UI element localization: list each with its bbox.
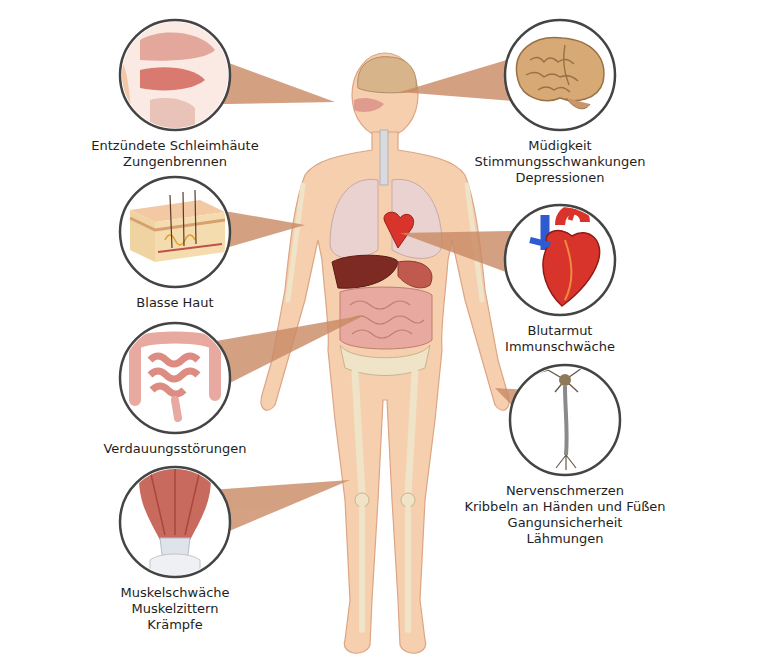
symptom-callout: MüdigkeitStimmungsschwankungenDepression… — [469, 20, 652, 186]
symptom-label: Nervenschmerzen — [458, 483, 672, 499]
symptom-label: Zungenbrennen — [85, 154, 265, 170]
symptom-label: Entzündete Schleimhäute — [85, 138, 265, 154]
nerve-illustration — [510, 364, 620, 475]
symptom-label: Immunschwäche — [499, 339, 621, 355]
symptom-label: Stimmungsschwankungen — [469, 154, 652, 170]
symptom-callout: Verdauungsstörungen — [97, 323, 253, 457]
symptom-callout: NervenschmerzenKribbeln an Händen und Fü… — [458, 365, 672, 547]
intestine-illustration — [120, 323, 230, 433]
mucosa-illustration — [120, 19, 235, 130]
symptom-callout: BlutarmutImmunschwäche — [499, 205, 621, 355]
leader-wedge — [165, 45, 578, 551]
symptom-label: Lähmungen — [458, 531, 672, 547]
symptom-label: Muskelschwäche — [114, 585, 236, 601]
brain-illustration — [505, 20, 615, 130]
symptom-callout: Entzündete SchleimhäuteZungenbrennen — [85, 20, 265, 170]
symptom-label: Blutarmut — [499, 323, 621, 339]
symptom-label: Muskelzittern — [114, 601, 236, 617]
heart-illustration — [505, 205, 615, 315]
symptom-callout: Blasse Haut — [120, 177, 230, 311]
symptom-label: Müdigkeit — [469, 138, 652, 154]
skin-illustration — [120, 177, 230, 287]
symptom-callout: MuskelschwächeMuskelzitternKrämpfe — [114, 467, 236, 633]
symptom-label: Kribbeln an Händen und Füßen — [458, 499, 672, 515]
symptom-label: Blasse Haut — [120, 295, 230, 311]
human-figure — [261, 53, 509, 653]
symptom-label: Gangunsicherheit — [458, 515, 672, 531]
symptom-label: Krämpfe — [114, 617, 236, 633]
symptom-label: Depressionen — [469, 170, 652, 186]
muscle-illustration — [120, 465, 230, 580]
symptom-label: Verdauungsstörungen — [97, 441, 253, 457]
